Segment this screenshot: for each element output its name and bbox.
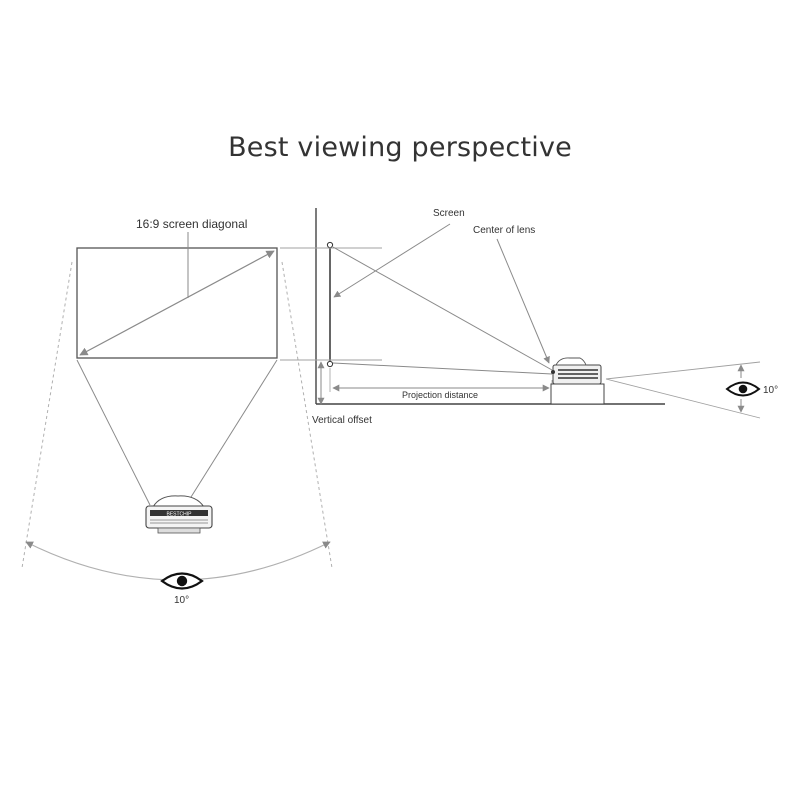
projection-line-right [185, 359, 278, 506]
projector-logo: BESTCHIP [166, 512, 192, 518]
lens-label: Center of lens [473, 225, 535, 236]
side-angle-label: 10° [763, 385, 778, 396]
view-line-lower [605, 378, 761, 419]
side-eye-icon [725, 381, 761, 397]
screen-callout-line [333, 223, 451, 298]
screen-diagonal-arrow [79, 250, 275, 356]
eye-icon [160, 572, 204, 590]
projector-side [550, 357, 605, 405]
projector-front: BESTCHIP [145, 495, 213, 534]
screen-diagonal-label: 16:9 screen diagonal [136, 217, 247, 231]
projection-distance-label: Projection distance [402, 390, 478, 400]
lens-callout-line [496, 238, 550, 364]
view-line-upper [605, 361, 761, 380]
side-view: Screen Center of lens Projection distanc… [280, 208, 778, 426]
front-view: 16:9 screen diagonal BESTCHIP 10° [21, 217, 333, 606]
left-viewing-limit [21, 261, 73, 569]
projection-line-left [76, 359, 151, 506]
screen-label: Screen [433, 208, 465, 219]
vertical-offset-label: Vertical offset [312, 415, 372, 426]
beam-top [332, 246, 553, 371]
beam-bottom [332, 362, 553, 375]
page-title: Best viewing perspective [228, 132, 572, 163]
front-angle-label: 10° [174, 595, 189, 606]
right-viewing-limit [281, 261, 333, 569]
